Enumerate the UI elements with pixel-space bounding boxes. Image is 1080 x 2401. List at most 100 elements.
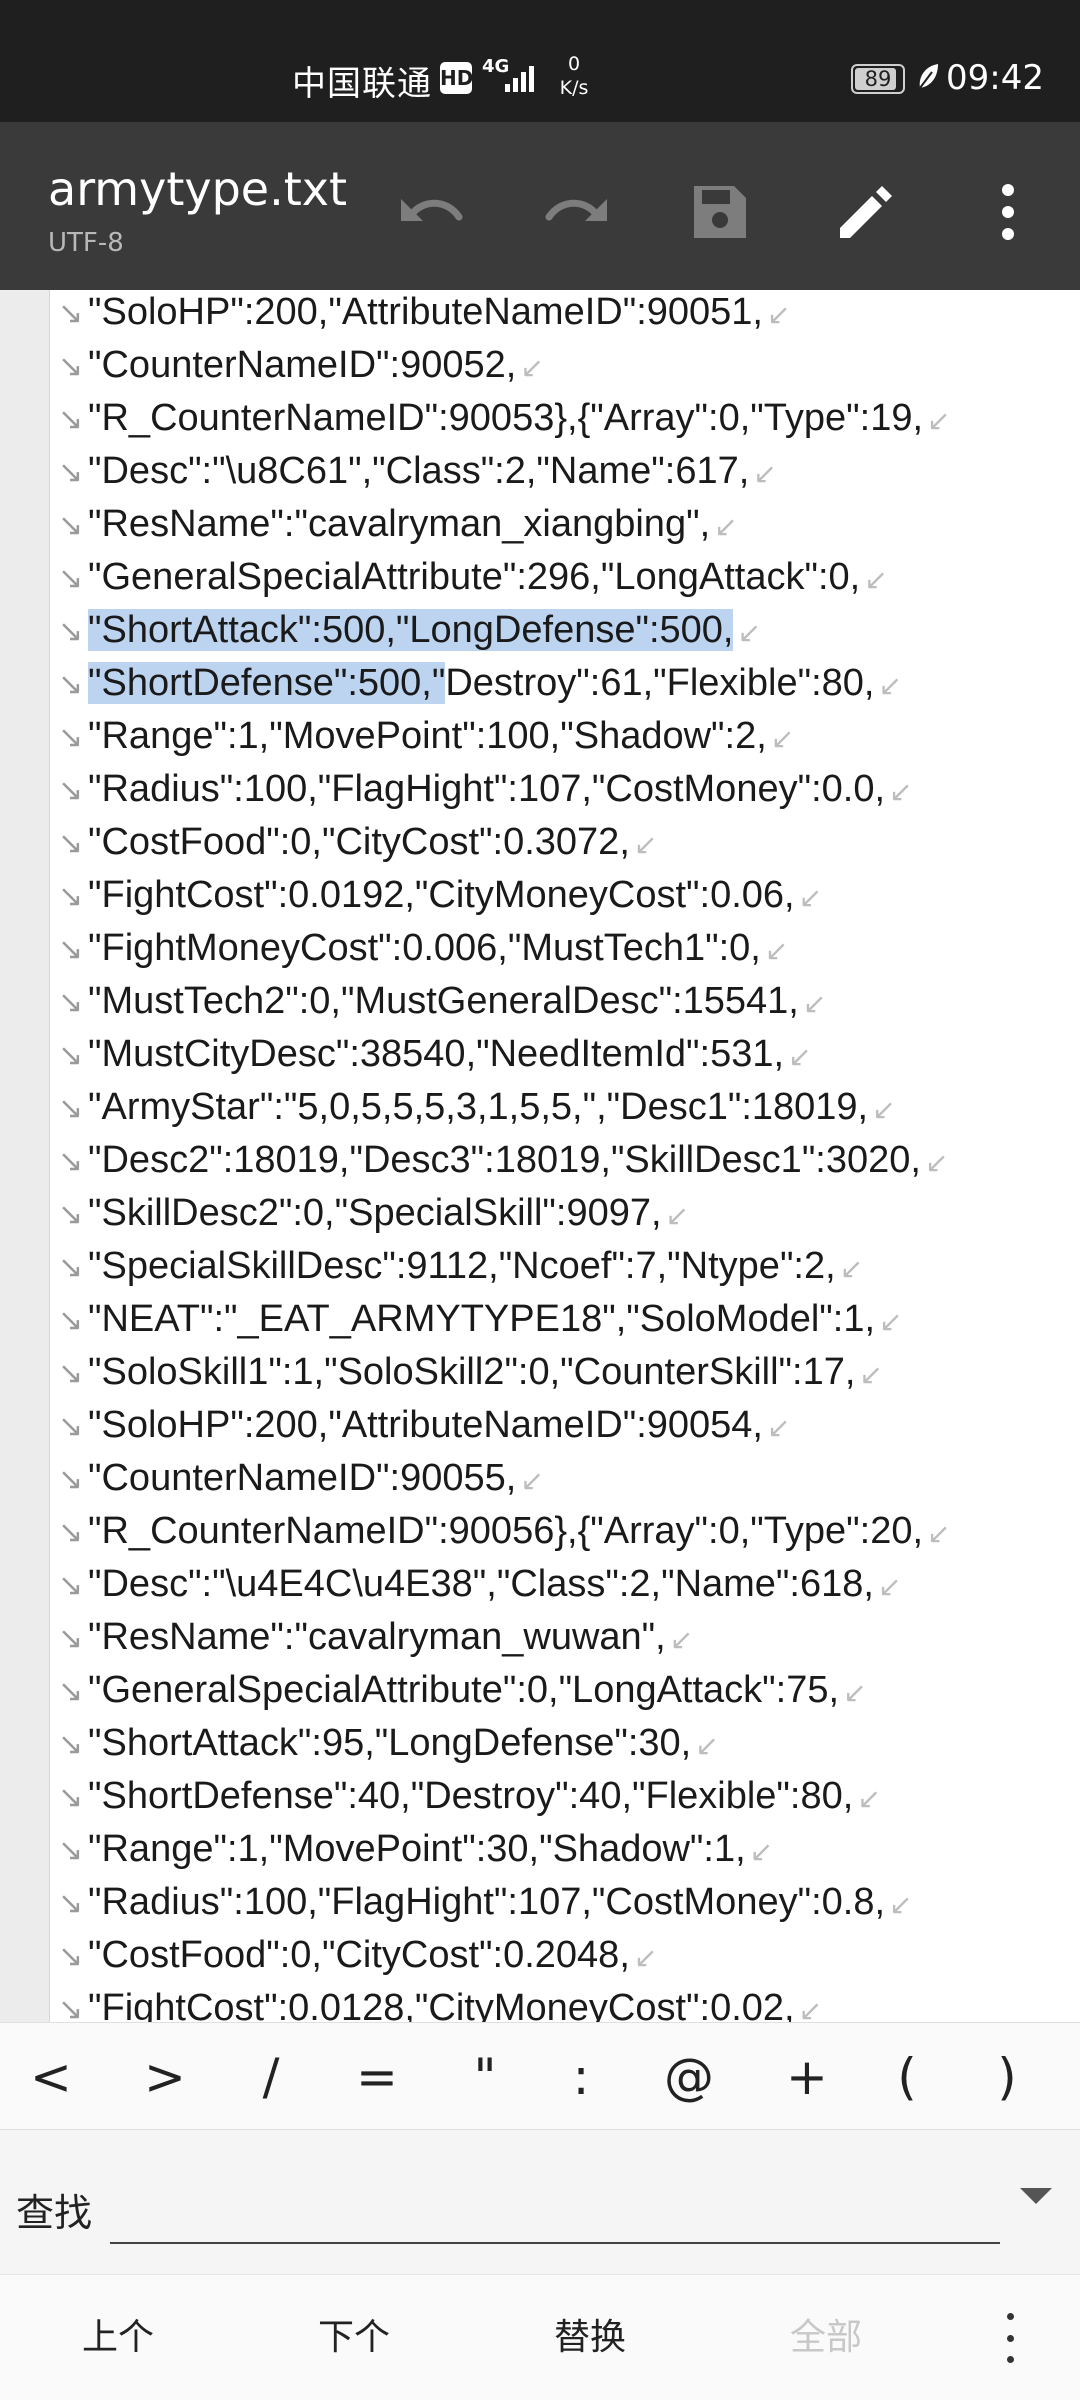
file-name: armytype.txt <box>48 162 347 216</box>
wrap-indicator-icon: ↘ <box>58 615 84 649</box>
wrap-indicator-icon: ↘ <box>58 880 84 914</box>
symbol-key[interactable]: @ <box>664 2048 714 2106</box>
battery-fill <box>855 68 896 90</box>
editor-line[interactable]: ↘"FightMoneyCost":0.006,"MustTech1":0,↙ <box>58 922 788 975</box>
editor-line[interactable]: ↘"FightCost":0.0128,"CityMoneyCost":0.02… <box>58 1982 822 2022</box>
soft-wrap-icon: ↙ <box>520 352 544 383</box>
editor-line[interactable]: ↘"SoloHP":200,"AttributeNameID":90051,↙ <box>58 290 790 339</box>
soft-wrap-icon: ↙ <box>695 1730 719 1761</box>
editor-line[interactable]: ↘"SoloSkill1":1,"SoloSkill2":0,"CounterS… <box>58 1346 883 1399</box>
editor-line[interactable]: ↘"Radius":100,"FlagHight":107,"CostMoney… <box>58 1876 913 1929</box>
wrap-indicator-icon: ↘ <box>58 562 84 596</box>
editor-line[interactable]: ↘"ShortAttack":95,"LongDefense":30,↙ <box>58 1717 719 1770</box>
line-text: "NEAT":"_EAT_ARMYTYPE18","SoloModel":1, <box>88 1298 876 1340</box>
editor-line[interactable]: ↘"MustCityDesc":38540,"NeedItemId":531,↙ <box>58 1028 812 1081</box>
editor-line[interactable]: ↘"CounterNameID":90052,↙ <box>58 339 544 392</box>
editor-line[interactable]: ↘"R_CounterNameID":90053},{"Array":0,"Ty… <box>58 392 951 445</box>
editor-line[interactable]: ↘"SkillDesc2":0,"SpecialSkill":9097,↙ <box>58 1187 689 1240</box>
editor-line[interactable]: ↘"ShortAttack":500,"LongDefense":500,↙ <box>58 604 761 657</box>
line-text: "SoloHP":200,"AttributeNameID":90051, <box>88 291 763 333</box>
editor-line[interactable]: ↘"CostFood":0,"CityCost":0.2048,↙ <box>58 1929 657 1982</box>
editor-line[interactable]: ↘"MustTech2":0,"MustGeneralDesc":15541,↙ <box>58 975 826 1028</box>
line-text: "Desc2":18019,"Desc3":18019,"SkillDesc1"… <box>88 1139 921 1181</box>
soft-wrap-icon: ↙ <box>843 1677 867 1708</box>
editor-line[interactable]: ↘"Range":1,"MovePoint":30,"Shadow":1,↙ <box>58 1823 773 1876</box>
find-history-dropdown-icon[interactable] <box>1020 2188 1052 2204</box>
symbol-key[interactable]: + <box>786 2048 828 2106</box>
symbol-key[interactable]: : <box>572 2048 590 2106</box>
editor-line[interactable]: ↘"NEAT":"_EAT_ARMYTYPE18","SoloModel":1,… <box>58 1293 903 1346</box>
line-text: "CostFood":0,"CityCost":0.2048, <box>88 1934 630 1976</box>
editor-line[interactable]: ↘"SoloHP":200,"AttributeNameID":90054,↙ <box>58 1399 790 1452</box>
soft-wrap-icon: ↙ <box>766 1412 791 1443</box>
editor-line[interactable]: ↘"GeneralSpecialAttribute":0,"LongAttack… <box>58 1664 867 1717</box>
editor-line[interactable]: ↘"SpecialSkillDesc":9112,"Ncoef":7,"Ntyp… <box>58 1240 863 1293</box>
editor-line[interactable]: ↘"Desc":"\u8C61","Class":2,"Name":617,↙ <box>58 445 777 498</box>
soft-wrap-icon: ↙ <box>633 1942 658 1973</box>
wrap-indicator-icon: ↘ <box>58 509 84 543</box>
wrap-indicator-icon: ↘ <box>58 1039 84 1073</box>
symbol-key[interactable]: < <box>30 2048 72 2106</box>
editor-line[interactable]: ↘"Desc":"\u4E4C\u4E38","Class":2,"Name":… <box>58 1558 901 1611</box>
replace-all-button[interactable]: 全部 <box>789 2317 862 2358</box>
symbol-key[interactable]: " <box>473 2048 497 2106</box>
soft-wrap-icon: ↙ <box>633 829 658 860</box>
more-options-button[interactable] <box>968 172 1048 252</box>
wrap-indicator-icon: ↘ <box>58 403 84 437</box>
symbol-key[interactable]: ( <box>897 2048 917 2106</box>
line-text: "ShortDefense":40,"Destroy":40,"Flexible… <box>88 1775 854 1817</box>
soft-wrap-icon: ↙ <box>857 1783 881 1814</box>
soft-wrap-icon: ↙ <box>877 1571 902 1602</box>
more-dot <box>1006 2356 1014 2363</box>
symbol-key[interactable]: = <box>356 2048 398 2106</box>
editor-line[interactable]: ↘"ResName":"cavalryman_wuwan",↙ <box>58 1611 693 1664</box>
editor-line[interactable]: ↘"CounterNameID":90055,↙ <box>58 1452 544 1505</box>
find-more-button[interactable] <box>990 2313 1030 2363</box>
editor-line[interactable]: ↘"Range":1,"MovePoint":100,"Shadow":2,↙ <box>58 710 794 763</box>
find-next-button[interactable]: 下个 <box>317 2317 390 2358</box>
signal-icon <box>505 66 534 92</box>
editor-line[interactable]: ↘"CostFood":0,"CityCost":0.3072,↙ <box>58 816 657 869</box>
wrap-indicator-icon: ↘ <box>58 1728 84 1762</box>
editor-line[interactable]: ↘"ShortDefense":40,"Destroy":40,"Flexibl… <box>58 1770 881 1823</box>
redo-button[interactable] <box>536 172 616 252</box>
soft-wrap-icon: ↙ <box>872 1094 896 1125</box>
editor-line[interactable]: ↘"ArmyStar":"5,0,5,5,5,3,1,5,5,","Desc1"… <box>58 1081 896 1134</box>
editor-line[interactable]: ↘"Desc2":18019,"Desc3":18019,"SkillDesc1… <box>58 1134 948 1187</box>
symbol-key[interactable]: > <box>144 2048 186 2106</box>
save-button[interactable] <box>680 172 760 252</box>
line-text: "ShortAttack":95,"LongDefense":30, <box>88 1722 692 1764</box>
speed-value: 0 <box>567 53 581 75</box>
editor-line[interactable]: ↘"FightCost":0.0192,"CityMoneyCost":0.06… <box>58 869 822 922</box>
wrap-indicator-icon: ↘ <box>58 456 84 490</box>
undo-button[interactable] <box>392 172 472 252</box>
wrap-indicator-icon: ↘ <box>58 350 84 384</box>
editor-line[interactable]: ↘"GeneralSpecialAttribute":296,"LongAtta… <box>58 551 888 604</box>
edit-button[interactable] <box>824 172 904 252</box>
line-text: "FightCost":0.0192,"CityMoneyCost":0.06, <box>88 874 795 916</box>
line-text: "CounterNameID":90052, <box>88 344 517 386</box>
editor-line[interactable]: ↘"ShortDefense":500,"Destroy":61,"Flexib… <box>58 657 902 710</box>
edit-icon <box>840 186 892 238</box>
wrap-indicator-icon: ↘ <box>58 1357 84 1391</box>
undo-icon <box>401 199 463 221</box>
editor-line[interactable]: ↘"Radius":100,"FlagHight":107,"CostMoney… <box>58 763 913 816</box>
line-text: "GeneralSpecialAttribute":296,"LongAttac… <box>88 556 861 598</box>
find-input[interactable] <box>110 2166 1000 2244</box>
soft-wrap-icon: ↙ <box>927 405 951 436</box>
soft-wrap-icon: ↙ <box>520 1465 544 1496</box>
find-previous-button[interactable]: 上个 <box>81 2317 154 2358</box>
symbol-key[interactable]: ) <box>997 2048 1017 2106</box>
line-text: "Desc":"\u4E4C\u4E38","Class":2,"Name":6… <box>88 1563 874 1605</box>
line-text: "FightCost":0.0128,"CityMoneyCost":0.02, <box>88 1987 795 2022</box>
symbol-key[interactable]: / <box>262 2048 280 2106</box>
replace-button[interactable]: 替换 <box>553 2317 626 2358</box>
soft-wrap-icon: ↙ <box>737 617 761 648</box>
soft-wrap-icon: ↙ <box>889 1889 913 1920</box>
editor-line[interactable]: ↘"R_CounterNameID":90056},{"Array":0,"Ty… <box>58 1505 951 1558</box>
wrap-indicator-icon: ↘ <box>58 1463 84 1497</box>
text-editor[interactable]: ↘"SoloHP":200,"AttributeNameID":90051,↙↘… <box>0 290 1080 2022</box>
wrap-indicator-icon: ↘ <box>58 721 84 755</box>
editor-line[interactable]: ↘"ResName":"cavalryman_xiangbing",↙ <box>58 498 738 551</box>
wrap-indicator-icon: ↘ <box>58 1198 84 1232</box>
